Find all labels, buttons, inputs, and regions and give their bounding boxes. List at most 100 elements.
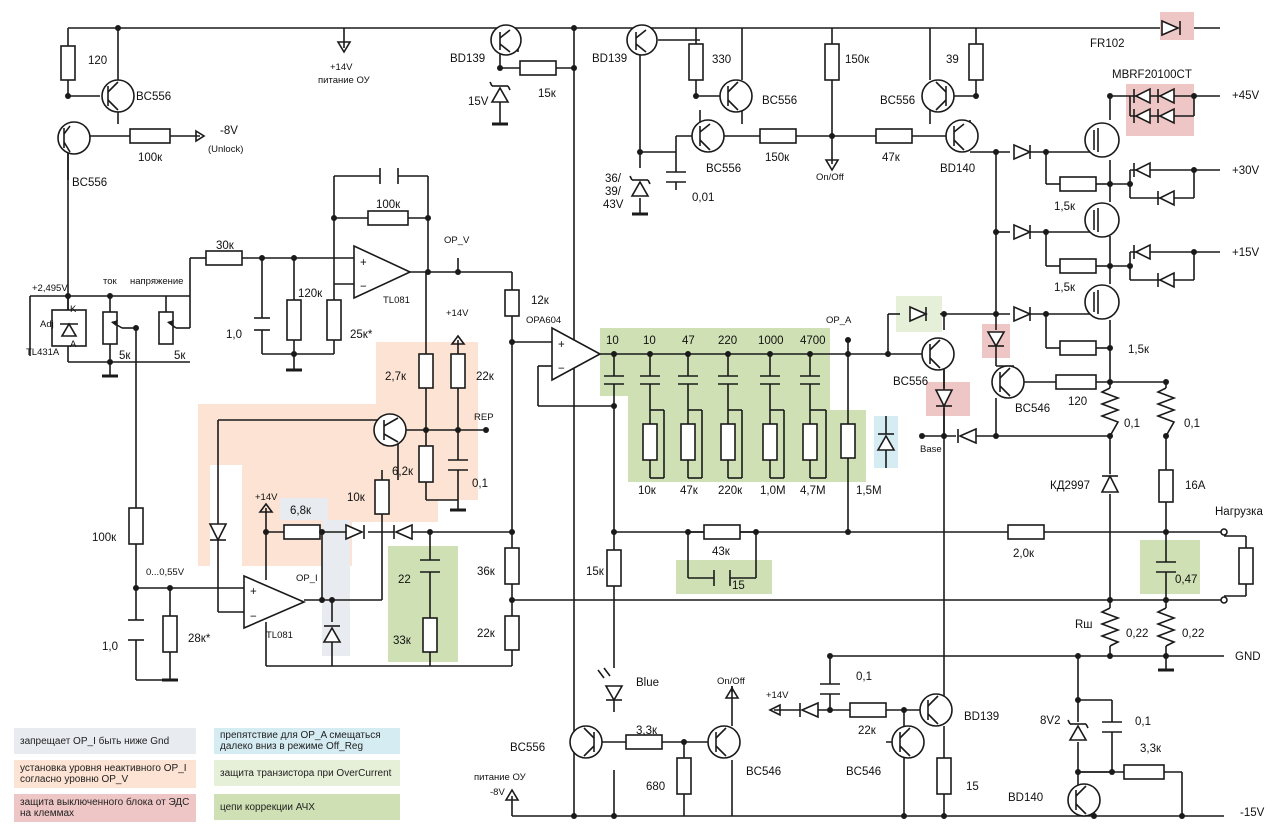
resistor-shunt [1155,607,1177,647]
resistor [875,128,913,144]
component-label: КД2997 [1050,480,1090,492]
component-label: TL081 [383,295,410,306]
component-label: 15к [538,88,557,100]
component-label: 1,0 [102,641,118,653]
component-label: +30V [1232,165,1260,177]
component-label: +14V [330,62,353,73]
component-labels: 120BC556100к-8V(Unlock)BC556+14Vпитание … [26,38,1265,819]
transistors [57,24,1120,817]
component-label: 22к [476,371,495,383]
component-label: питание ОУ [318,75,371,86]
arrows [195,28,840,801]
component-label: 15V [468,96,489,108]
junctions [65,25,1197,819]
resistor [422,617,438,653]
legend-item-gray: запрещает OP_I быть ниже Gnd [14,728,196,754]
component-label: 43к [712,546,731,558]
zone-gray-2 [322,520,350,656]
legend-text: установка уровня неактивного OP_I соглас… [20,763,187,785]
zone-orange [198,342,478,566]
wires [29,27,1247,817]
resistor [326,299,342,341]
component-label: 22к [858,725,877,737]
component-label: +14V [446,308,469,319]
component-label: 0,22 [1182,628,1204,640]
component-label: BC556 [880,95,915,107]
resistor [205,250,243,266]
component-label: 1,5к [1128,344,1150,356]
legend-text: препятствие для OP_A смещаться далеко вн… [220,730,381,752]
component-label: 120 [1068,396,1087,408]
component-label: 47 [682,335,695,347]
component-label: 1,5M [856,485,882,497]
component-label: 0,22 [1126,628,1148,640]
resistor [504,547,520,585]
terminals [1220,528,1228,604]
resistor [625,734,663,750]
component-label: Base [920,444,942,455]
legend: запрещает OP_I быть ниже Gnd установка у… [14,722,404,824]
component-label: BC556 [72,177,107,189]
component-label: BD139 [964,711,999,723]
component-label: 5к [119,350,131,362]
component-label: +2,495V [32,283,68,294]
fuse [1158,469,1174,503]
component-label: 120 [88,55,107,67]
component-label: 22 [398,574,411,586]
component-label: 1,0 [226,329,242,341]
component-label: 33к [393,635,412,647]
component-label: 3,3к [636,725,658,737]
component-label: TL081 [266,630,293,641]
component-label: 100к [376,199,401,211]
component-label: 15к [586,566,605,578]
resistor [688,43,704,81]
component-label: 47к [680,485,699,497]
component-label: 1000 [758,335,784,347]
component-label: 8V2 [1040,715,1060,727]
component-label: 150к [765,152,790,164]
component-label: BC556 [762,95,797,107]
zone-gray-1 [280,498,328,520]
component-label: +15V [1232,247,1260,259]
component-label: 0,1 [472,478,488,490]
resistor [1123,764,1165,780]
resistor [849,702,887,718]
component-label: 0...0,55V [146,567,185,578]
resistor [680,423,696,461]
component-label: 25к* [350,329,373,341]
component-label: BC556 [893,376,928,388]
component-label: Нагрузка [1215,506,1263,518]
component-label: On/Off [816,172,844,183]
component-label: 1,0M [760,485,786,497]
component-label: Blue [636,677,659,689]
component-label: 3,3к [1140,743,1162,755]
component-label: GND [1235,651,1261,663]
component-label: BD139 [592,53,627,65]
legend-text: цепи коррекции АЧХ [220,801,315,813]
component-label: 36к [477,566,496,578]
resistor-shunt [1099,607,1121,647]
resistor [968,43,984,81]
component-label: A [70,339,77,350]
component-label: 15 [966,781,979,793]
component-label: BC546 [846,766,881,778]
resistor [1059,340,1097,356]
resistor [1055,374,1097,390]
svg-text:−: − [360,281,367,293]
component-label: питание ОУ [474,772,527,783]
component-label: 220 [718,335,737,347]
component-label: OP_A [826,315,852,326]
legend-item-orange: установка уровня неактивного OP_I соглас… [14,760,196,788]
resistor [286,299,302,341]
resistor [676,757,692,795]
component-label: 0,1 [1184,418,1200,430]
resistor [128,507,144,545]
capacitors [128,168,1176,733]
resistor [418,445,434,483]
component-label: 0,1 [856,671,872,683]
component-label: -8V [490,787,505,798]
component-label: 39 [946,54,959,66]
tl431-symbol [60,322,78,337]
resistor [762,423,778,461]
resistor [840,423,856,459]
